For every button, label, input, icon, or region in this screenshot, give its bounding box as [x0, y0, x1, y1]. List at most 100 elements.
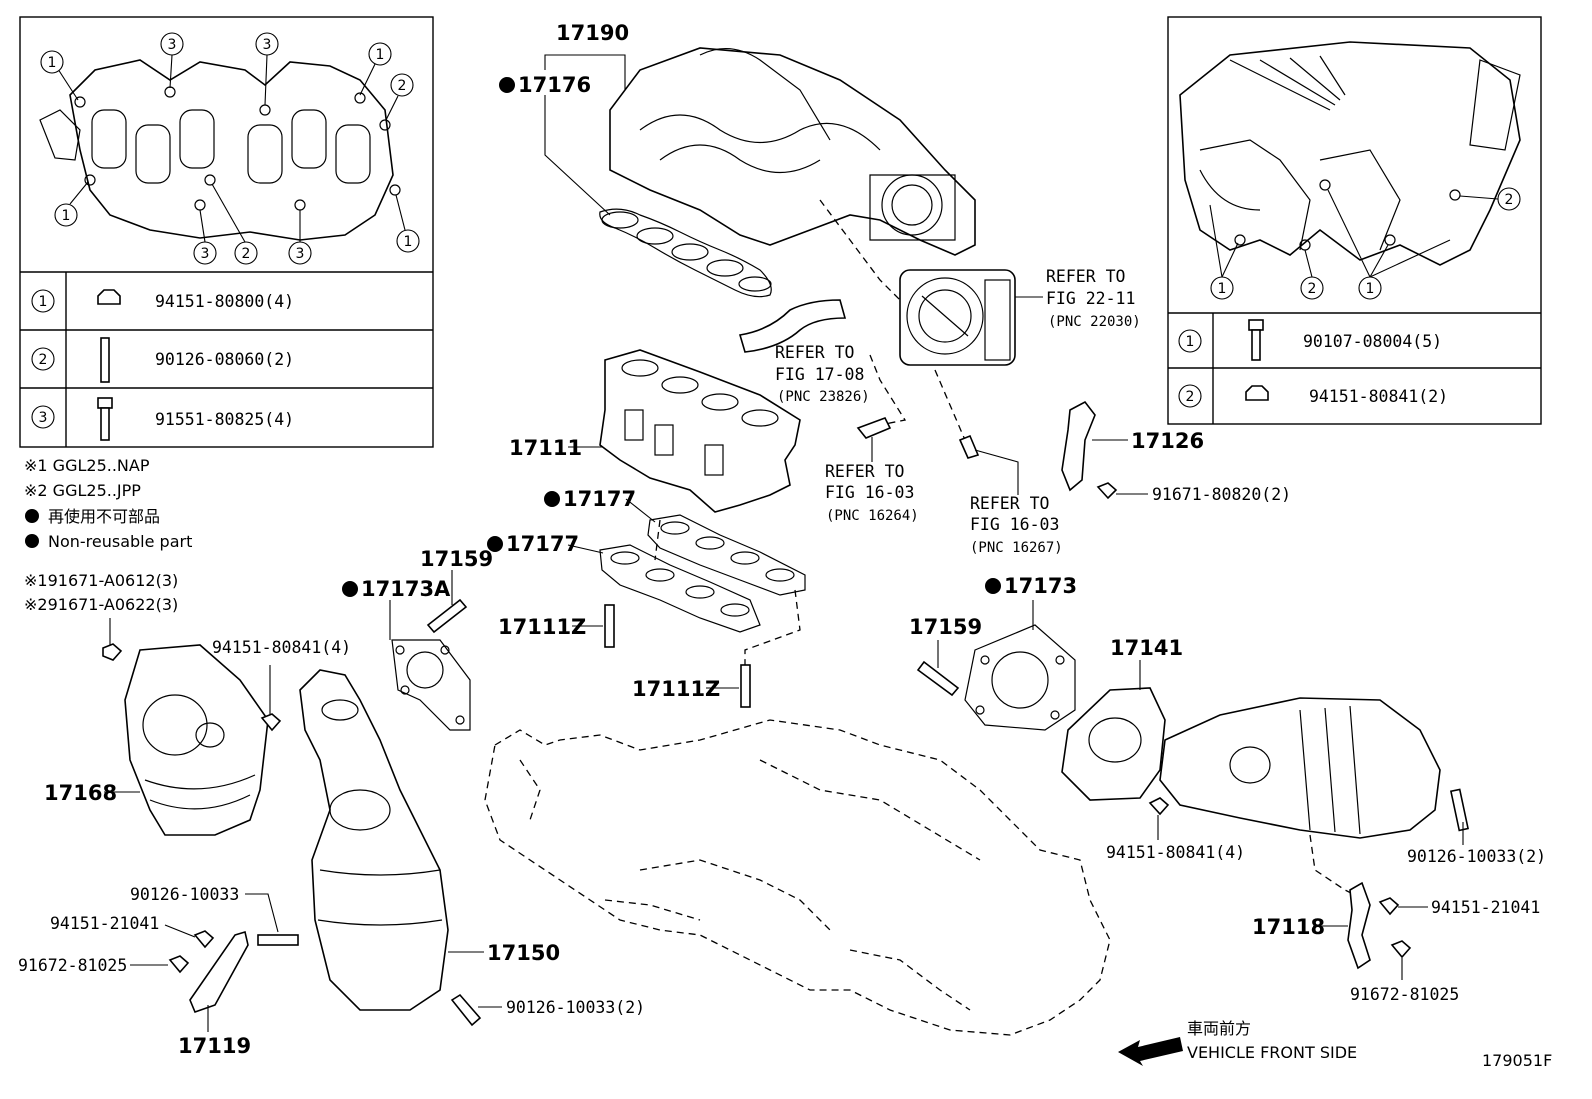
left-row2-part: 90126-08060(2) [155, 350, 294, 369]
svg-text:3: 3 [168, 37, 177, 53]
engine-block-outline [484, 719, 1111, 1036]
svg-text:REFER TO: REFER TO [775, 343, 854, 362]
label-17176: 17176 [518, 73, 591, 97]
svg-text:1: 1 [62, 208, 71, 224]
pipe-16264 [856, 417, 892, 439]
gasket-17177-lower [599, 544, 761, 633]
svg-text:2: 2 [39, 352, 48, 368]
svg-text:90126-10033(2): 90126-10033(2) [506, 998, 645, 1017]
svg-text:2: 2 [1186, 389, 1195, 405]
stud-17159-left [426, 598, 468, 634]
label-17177-a: 17177 [563, 487, 636, 511]
stud-90126-left [257, 934, 299, 946]
non-reusable-marker [487, 536, 503, 552]
left-inset-callouts: 1 3 3 1 2 1 3 2 3 1 [40, 32, 420, 265]
intake-gasket-drawing [39, 59, 401, 241]
svg-text:2: 2 [1308, 281, 1317, 297]
stud-90126-right [1449, 788, 1469, 832]
svg-text:Non-reusable part: Non-reusable part [48, 532, 192, 551]
label-17159-a: 17159 [420, 547, 493, 571]
svg-text:1: 1 [1366, 281, 1375, 297]
svg-text:※191671-A0612(3): ※191671-A0612(3) [24, 571, 178, 590]
svg-text:(PNC 16267): (PNC 16267) [970, 540, 1063, 556]
label-17159-b: 17159 [909, 615, 982, 639]
figure-code: 179051F [1482, 1051, 1552, 1070]
svg-text:1: 1 [404, 234, 413, 250]
svg-text:1: 1 [1186, 334, 1195, 350]
label-17173: 17173 [1004, 574, 1077, 598]
label-17177-b: 17177 [506, 532, 579, 556]
label-17111Z-a: 17111Z [498, 615, 586, 639]
intake-manifold-17190 [609, 47, 976, 256]
svg-text:REFER TO: REFER TO [825, 462, 904, 481]
svg-text:FIG 17-08: FIG 17-08 [775, 365, 864, 384]
svg-text:(PNC 22030): (PNC 22030) [1048, 314, 1141, 330]
label-17141: 17141 [1110, 636, 1183, 660]
svg-text:3: 3 [39, 410, 48, 426]
left-row3-part: 91551-80825(4) [155, 410, 294, 429]
svg-text:再使用不可部品: 再使用不可部品 [48, 507, 160, 526]
gasket-17173A [391, 639, 471, 731]
vehicle-front-jp: 車両前方 [1187, 1019, 1251, 1038]
svg-text:3: 3 [263, 37, 272, 53]
svg-text:(PNC 23826): (PNC 23826) [777, 389, 870, 405]
label-17126: 17126 [1131, 429, 1204, 453]
svg-text:※1 GGL25..NAP: ※1 GGL25..NAP [24, 456, 150, 475]
svg-text:94151-21041: 94151-21041 [1431, 898, 1540, 917]
lower-manifold-17111 [599, 349, 801, 513]
vehicle-front-arrow [1118, 1037, 1183, 1066]
stud-17111Z-b [740, 664, 751, 708]
label-17168: 17168 [44, 781, 117, 805]
right-inset-frame [1167, 16, 1542, 425]
svg-text:REFER TO: REFER TO [1046, 267, 1125, 286]
stud-17159-right [916, 660, 960, 697]
stud-17111Z-a [604, 604, 615, 648]
svg-text:FIG 22-11: FIG 22-11 [1046, 289, 1135, 308]
svg-text:3: 3 [201, 246, 210, 262]
right-inset-table: 1 90107-08004(5) 2 94151-80841(2) [1178, 319, 1448, 408]
label-17119: 17119 [178, 1034, 251, 1058]
bracket-17126 [1061, 400, 1096, 492]
svg-text:90126-10033(2): 90126-10033(2) [1407, 847, 1546, 866]
svg-text:94151-21041: 94151-21041 [50, 914, 159, 933]
right-inset-callouts: 1 2 1 2 [1209, 187, 1521, 300]
svg-text:2: 2 [242, 246, 251, 262]
throttle-body [899, 269, 1016, 366]
svg-text:2: 2 [398, 78, 407, 94]
right-row1-part: 90107-08004(5) [1303, 332, 1442, 351]
label-17118: 17118 [1252, 915, 1325, 939]
gasket-17177-upper [647, 514, 806, 596]
left-inset-table: 1 94151-80800(4) 2 90126-08060(2) 3 9155… [31, 289, 294, 441]
right-inset-manifold-drawing [1179, 41, 1521, 266]
hose-part [738, 299, 847, 353]
bracket-17119 [189, 930, 249, 1014]
label-17150: 17150 [487, 941, 560, 965]
gasket-17173 [964, 624, 1076, 731]
svg-text:(PNC 16264): (PNC 16264) [826, 508, 919, 524]
notes-block: ※1 GGL25..NAP ※2 GGL25..JPP 再使用不可部品 Non-… [24, 456, 192, 614]
left-row1-part: 94151-80800(4) [155, 292, 294, 311]
label-17111: 17111 [509, 436, 582, 460]
svg-text:※291671-A0622(3): ※291671-A0622(3) [24, 595, 178, 614]
svg-text:94151-80841(4): 94151-80841(4) [1106, 843, 1245, 862]
svg-text:1: 1 [39, 294, 48, 310]
svg-text:91672-81025: 91672-81025 [18, 956, 127, 975]
svg-text:1: 1 [48, 55, 57, 71]
left-inset-panel: 1 3 3 1 2 1 3 2 3 1 1 94151-80800(4) 2 [19, 16, 434, 448]
exhaust-manifold-17150 [299, 669, 449, 1011]
svg-text:1: 1 [1218, 281, 1227, 297]
bracket-17118 [1347, 881, 1371, 970]
heat-insulator-17168 [124, 644, 269, 836]
svg-text:REFER TO: REFER TO [970, 494, 1049, 513]
svg-text:94151-80841(4): 94151-80841(4) [212, 638, 351, 657]
right-row2-part: 94151-80841(2) [1309, 387, 1448, 406]
manifold-gasket-17176 [599, 208, 772, 298]
svg-text:FIG 16-03: FIG 16-03 [825, 483, 914, 502]
label-17111Z-b: 17111Z [632, 677, 720, 701]
non-reusable-marker [985, 578, 1001, 594]
svg-text:※2 GGL25..JPP: ※2 GGL25..JPP [24, 481, 141, 500]
svg-text:91672-81025: 91672-81025 [1350, 985, 1459, 1004]
label-17173A: 17173A [361, 577, 451, 601]
label-17190: 17190 [556, 21, 629, 45]
